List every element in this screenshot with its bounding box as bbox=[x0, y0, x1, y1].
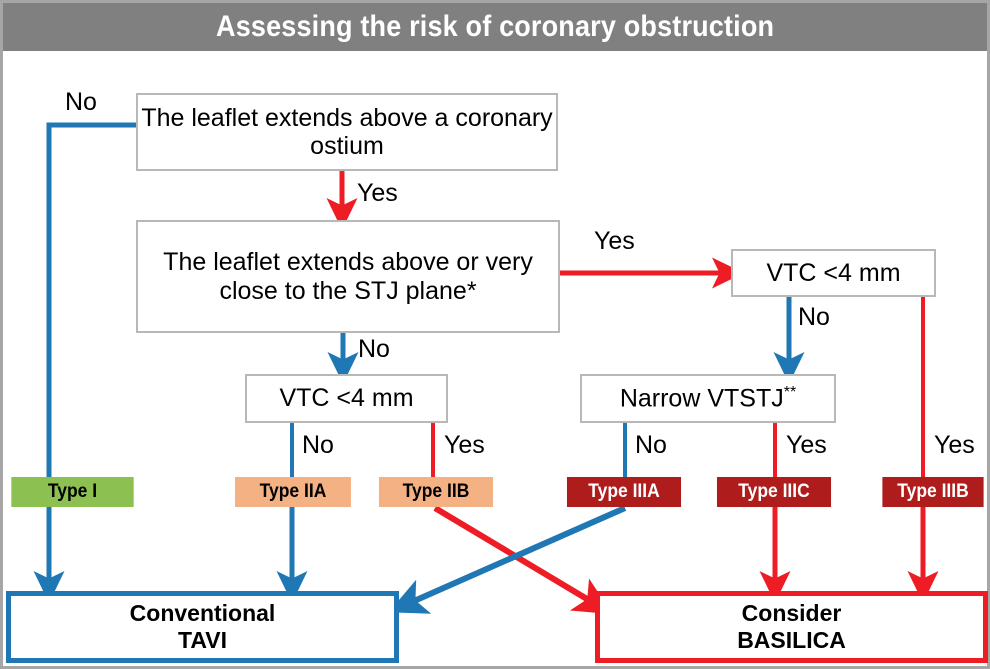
edge-label-no-vtc-right: No bbox=[798, 303, 830, 331]
chip-type-3c-label: Type IIIC bbox=[738, 481, 810, 502]
edge-label-yes-vtstj: Yes bbox=[786, 431, 827, 459]
chip-type-3b-label: Type IIIB bbox=[897, 481, 969, 502]
chip-type-3a-label: Type IIIA bbox=[588, 481, 660, 502]
decision-leaflet-above-ostium[interactable]: The leaflet extends above a coronary ost… bbox=[136, 93, 558, 171]
edge-type2b-to-basilica bbox=[433, 505, 613, 615]
decision-narrow-vtstj-text: Narrow VTSTJ bbox=[619, 384, 784, 413]
chip-type-3a[interactable]: Type IIIA bbox=[566, 477, 682, 507]
outcome-conventional-tavi-line2: TAVI bbox=[178, 627, 227, 653]
outcome-consider-basilica-line1: Consider bbox=[741, 599, 842, 626]
edge-type3a-to-tavi bbox=[388, 505, 627, 614]
decision-leaflet-above-stj[interactable]: The leaflet extends above or very close … bbox=[136, 220, 560, 333]
page-title: Assessing the risk of coronary obstructi… bbox=[215, 10, 775, 43]
chip-type-3b[interactable]: Type IIIB bbox=[882, 477, 984, 507]
edge-label-yes-to-vtc-right: Yes bbox=[594, 227, 635, 255]
outcome-conventional-tavi[interactable]: Conventional TAVI bbox=[6, 591, 399, 663]
chip-type-2b[interactable]: Type IIB bbox=[378, 477, 494, 507]
outcome-conventional-tavi-label: Conventional TAVI bbox=[130, 600, 276, 654]
edge-no-to-type1 bbox=[33, 122, 136, 603]
decision-vtc-left-label: VTC <4 mm bbox=[279, 384, 414, 413]
decision-narrow-vtstj-superscript: ** bbox=[783, 384, 797, 402]
decision-vtc-right-label: VTC <4 mm bbox=[766, 258, 901, 287]
edge-label-no-stj: No bbox=[358, 335, 390, 363]
decision-leaflet-above-ostium-label: The leaflet extends above a coronary ost… bbox=[141, 103, 553, 161]
chip-type-1[interactable]: Type I bbox=[11, 477, 134, 507]
edge-label-yes-ostium: Yes bbox=[357, 179, 398, 207]
edge-label-no-vtc-left: No bbox=[302, 431, 334, 459]
edge-label-no-top-left: No bbox=[65, 88, 97, 116]
decision-vtc-left[interactable]: VTC <4 mm bbox=[245, 374, 448, 423]
outcome-consider-basilica[interactable]: Consider BASILICA bbox=[595, 591, 988, 663]
chip-type-2b-label: Type IIB bbox=[402, 481, 470, 502]
decision-narrow-vtstj[interactable]: Narrow VTSTJ** bbox=[580, 374, 836, 423]
edge-label-no-vtstj: No bbox=[635, 431, 667, 459]
chip-type-3c[interactable]: Type IIIC bbox=[716, 477, 832, 507]
decision-vtc-right[interactable]: VTC <4 mm bbox=[731, 249, 936, 297]
edge-label-yes-vtc-left: Yes bbox=[444, 431, 485, 459]
chip-type-2a-label: Type IIA bbox=[259, 481, 327, 502]
chip-type-1-label: Type I bbox=[47, 481, 98, 502]
figure-header: Assessing the risk of coronary obstructi… bbox=[3, 3, 987, 51]
decision-narrow-vtstj-label: Narrow VTSTJ** bbox=[620, 384, 796, 413]
chip-type-2a[interactable]: Type IIA bbox=[235, 477, 351, 507]
outcome-consider-basilica-label: Consider BASILICA bbox=[737, 600, 846, 654]
edge-label-yes-vtc-right-2: Yes bbox=[934, 431, 975, 459]
outcome-conventional-tavi-line1: Conventional bbox=[129, 599, 276, 626]
outcome-consider-basilica-line2: BASILICA bbox=[737, 627, 846, 653]
decision-leaflet-above-stj-label: The leaflet extends above or very close … bbox=[163, 248, 533, 305]
